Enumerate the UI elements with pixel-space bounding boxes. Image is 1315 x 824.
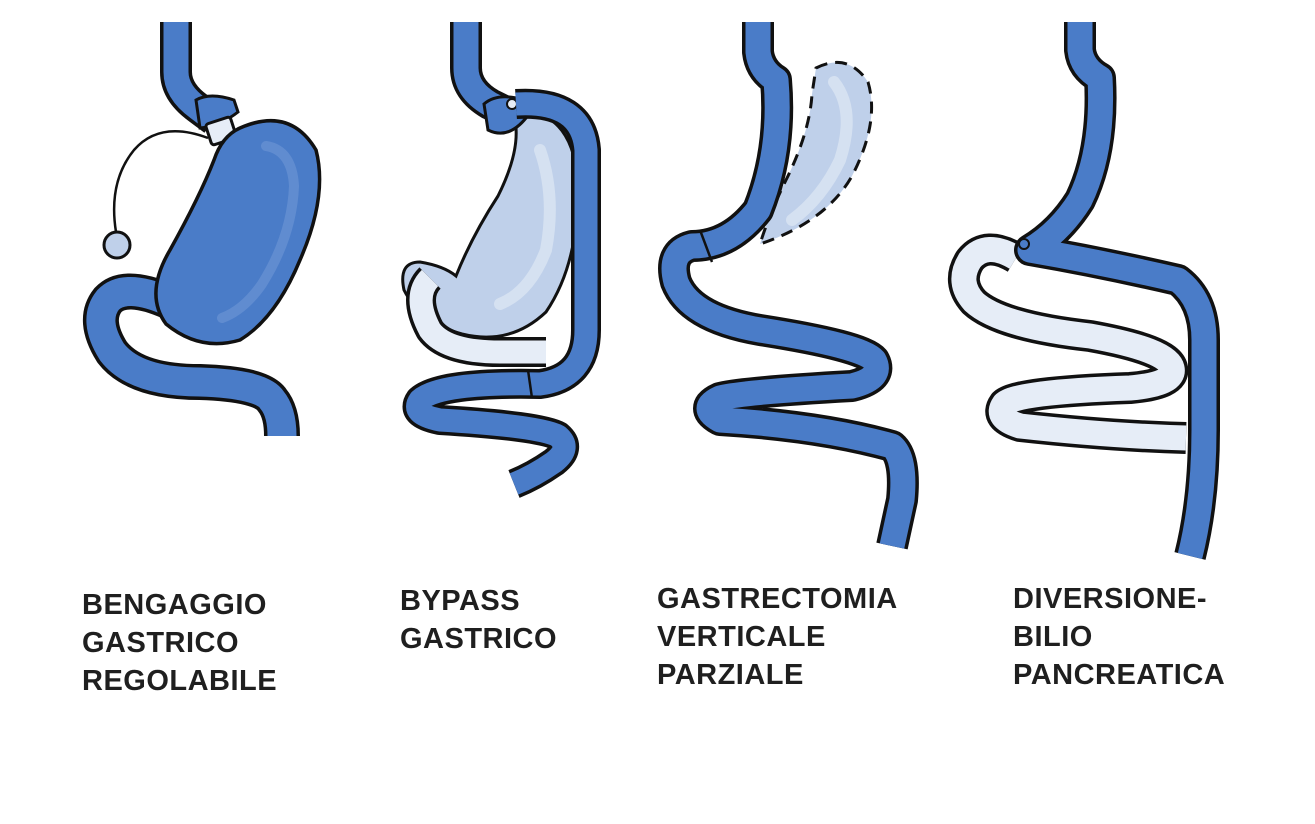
label-line: GASTRICO <box>82 627 240 659</box>
label-line: DIVERSIONE- <box>1013 583 1208 615</box>
label-line: PARZIALE <box>657 659 804 691</box>
anastomosis-ring <box>506 98 518 110</box>
access-port <box>102 230 132 260</box>
pylorus-line <box>698 229 714 263</box>
label-line: BILIO <box>1013 621 1093 653</box>
label-line: VERTICALE <box>657 621 826 653</box>
sleeve-gastrectomy-illustration <box>658 22 919 550</box>
label-line: BENGAGGIO <box>82 589 267 621</box>
biliopancreatic-diversion-illustration <box>948 22 1220 560</box>
label-biliopancreatic-diversion: DIVERSIONE- BILIO PANCREATICA <box>1013 580 1225 694</box>
stomach-highlight <box>217 141 300 323</box>
label-line: GASTRICO <box>400 623 558 655</box>
gastric-bypass-illustration <box>401 22 601 498</box>
label-line: REGOLABILE <box>82 665 278 697</box>
anastomosis-ring <box>1018 238 1030 250</box>
roux-limb-fill <box>406 92 598 495</box>
removed-stomach-shade <box>786 76 853 226</box>
stomach <box>154 118 322 346</box>
jejunal-anastomosis <box>526 369 534 399</box>
alimentary-limb-fill <box>1017 22 1217 560</box>
bypassed-stomach-shade <box>494 144 556 310</box>
label-gastric-band: BENGAGGIO GASTRICO REGOLABILE <box>82 586 277 700</box>
label-gastric-bypass: BYPASS GASTRICO <box>400 582 557 658</box>
label-line: BYPASS <box>400 585 521 617</box>
biliopancreatic-limb-fill <box>951 237 1187 451</box>
label-line: GASTRECTOMIA <box>657 583 898 615</box>
gastric-band-illustration <box>83 22 322 437</box>
band-tubing <box>112 130 209 233</box>
label-line: PANCREATICA <box>1013 659 1226 691</box>
duodenum-fill <box>86 277 297 437</box>
gastric-sleeve-fill <box>661 22 916 549</box>
label-sleeve-gastrectomy: GASTRECTOMIA VERTICALE PARZIALE <box>657 580 898 694</box>
bypassed-duodenum-fill <box>409 269 546 364</box>
